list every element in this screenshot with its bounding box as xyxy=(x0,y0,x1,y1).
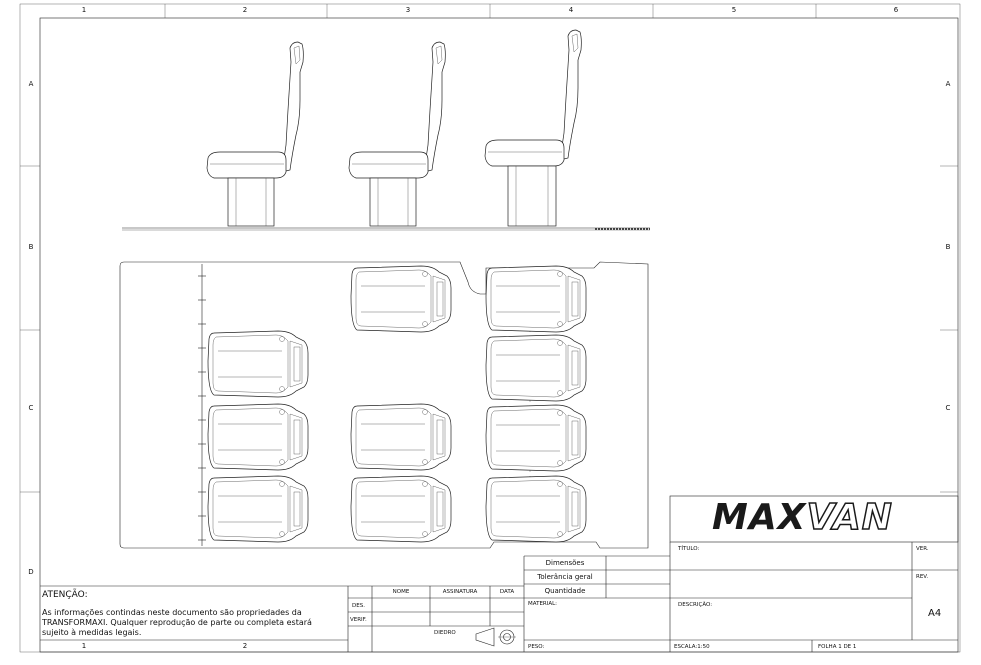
seat-side-view xyxy=(206,41,304,227)
sig-row-verif: VERIF. xyxy=(350,617,367,623)
plan-seat xyxy=(207,403,309,471)
sig-header-nome: NOME xyxy=(392,589,410,595)
plan-seat xyxy=(350,475,452,543)
inner-border xyxy=(39,17,959,653)
rail-ticks xyxy=(198,275,206,541)
sig-header-assinatura: ASSINATURA xyxy=(442,589,478,595)
zone-col-1: 1 xyxy=(81,6,87,14)
seat-side-view xyxy=(348,41,446,227)
seat-side-view xyxy=(484,29,582,227)
zone-bottom-col-1: 1 xyxy=(81,642,87,650)
folha-label: FOLHA 1 DE 1 xyxy=(818,644,857,650)
zone-row-a-left: A xyxy=(28,80,34,88)
sig-header-data: DATA xyxy=(499,589,515,595)
plan-seat xyxy=(207,475,309,543)
zone-row-a-right: A xyxy=(945,80,951,88)
zone-col-3: 3 xyxy=(405,6,411,14)
escala-label: ESCALA:1:50 xyxy=(674,644,710,650)
plan-seat xyxy=(350,403,452,471)
titulo-label: TÍTULO: xyxy=(678,546,700,552)
attention-line-2: TRANSFORMAXI. Qualquer reprodução de par… xyxy=(42,618,312,627)
maxvan-logo: MAXVAN xyxy=(712,497,893,539)
tolerance-geral: Tolerância geral xyxy=(537,573,593,581)
plan-seat xyxy=(207,330,309,398)
material-label: MATERIAL: xyxy=(528,601,558,607)
plan-seats xyxy=(207,265,587,543)
zone-bottom-col-2: 2 xyxy=(242,642,248,650)
diedro-label: DIEDRO xyxy=(434,630,456,636)
plan-seat xyxy=(485,265,587,333)
zone-row-b-left: B xyxy=(28,243,34,251)
zone-row-c-right: C xyxy=(945,404,951,412)
logo-part-max: MAX xyxy=(712,497,807,538)
sheet-size: A4 xyxy=(928,608,942,619)
tolerance-quantidade: Quantidade xyxy=(544,587,586,595)
tolerance-dimensoes: Dimensões xyxy=(545,559,585,567)
ver-label: VER. xyxy=(916,546,929,552)
title-block-lines xyxy=(40,495,959,652)
plan-seat xyxy=(485,334,587,402)
plan-seat xyxy=(485,475,587,543)
zone-col-2: 2 xyxy=(242,6,248,14)
plan-view-outline xyxy=(119,261,649,549)
attention-line-3: sujeito à medidas legais. xyxy=(42,628,142,637)
attention-title: ATENÇÃO: xyxy=(42,590,88,600)
logo-part-van: VAN xyxy=(806,497,893,539)
projection-symbol xyxy=(475,627,516,647)
rev-label: REV. xyxy=(916,574,929,580)
sig-row-des: DES. xyxy=(352,603,365,609)
peso-label: PESO: xyxy=(528,644,545,650)
zone-row-d-left: D xyxy=(28,568,34,576)
zone-row-b-right: B xyxy=(945,243,951,251)
zone-row-c-left: C xyxy=(28,404,34,412)
zone-col-4: 4 xyxy=(568,6,574,14)
zone-col-5: 5 xyxy=(731,6,737,14)
plan-seat xyxy=(485,404,587,472)
zone-dividers xyxy=(20,4,958,493)
descricao-label: DESCRIÇÃO: xyxy=(678,602,713,608)
attention-line-1: As informações contindas neste documento… xyxy=(42,608,302,617)
zone-col-6: 6 xyxy=(893,6,899,14)
plan-seat xyxy=(350,265,452,333)
